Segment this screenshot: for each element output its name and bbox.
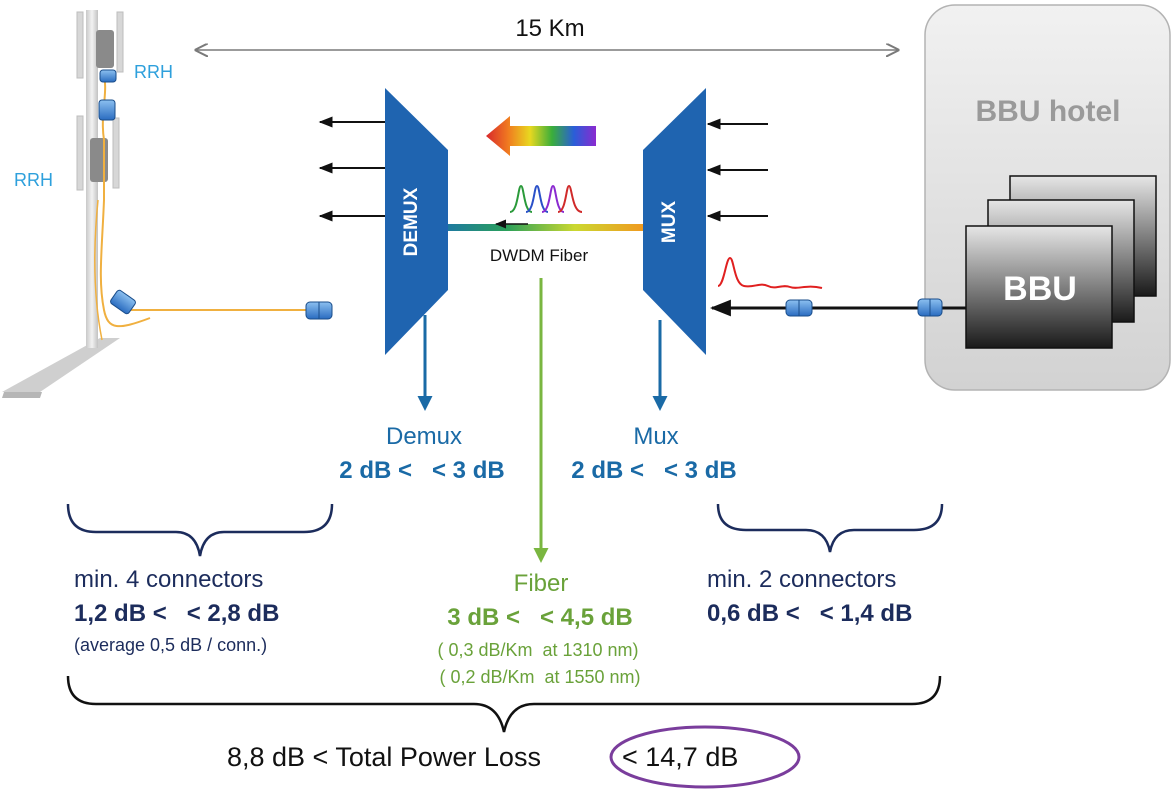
mux-block-label: MUX	[659, 201, 680, 244]
mux-input-arrows	[706, 118, 768, 222]
total-loss-max: < 14,7 dB	[622, 742, 738, 772]
right-connectors-title: min. 2 connectors	[707, 566, 896, 593]
fiber-caption: Fiber	[514, 570, 569, 597]
left-connectors-brace	[66, 503, 334, 557]
demux-caption: Demux	[386, 423, 462, 450]
rrh-label-top: RRH	[134, 62, 173, 82]
total-brace	[66, 675, 942, 733]
dwdm-fiber-label: DWDM Fiber	[490, 246, 589, 265]
demux-output-arrows	[318, 116, 385, 222]
left-connectors-note: (average 0,5 dB / conn.)	[74, 635, 267, 655]
single-wavelength-spectrum-icon	[717, 256, 823, 289]
demux-range: 2 dB < < 3 dB	[339, 457, 504, 484]
distance-label: 15 Km	[515, 15, 584, 42]
rainbow-arrow-icon	[486, 116, 596, 156]
left-connectors-range: 1,2 dB < < 2,8 dB	[74, 600, 279, 627]
right-connectors-range: 0,6 dB < < 1,4 dB	[707, 600, 912, 627]
dwdm-fiber-line	[448, 224, 643, 231]
wdm-spectrum-icon	[509, 184, 583, 213]
fiber-note-1310: ( 0,3 dB/Km at 1310 nm)	[437, 640, 638, 660]
connector-pole	[98, 99, 116, 121]
bbu-card-front	[965, 225, 1113, 349]
demux-block-label: DEMUX	[401, 187, 422, 256]
right-connectors-brace	[716, 503, 944, 553]
fiber-note-1550: ( 0,2 dB/Km at 1550 nm)	[439, 667, 640, 687]
rrh-label-bottom: RRH	[14, 170, 53, 190]
bbu-hotel-title: BBU hotel	[976, 95, 1121, 128]
connector-pole-bend	[110, 289, 136, 315]
mux-caption: Mux	[633, 423, 678, 450]
mux-range: 2 dB < < 3 dB	[571, 457, 736, 484]
demux-block	[385, 88, 448, 355]
mux-block	[643, 88, 706, 355]
fiber-range: 3 dB < < 4,5 dB	[447, 604, 632, 631]
total-max-highlight	[609, 725, 801, 789]
cell-tower	[2, 10, 312, 398]
left-connectors-title: min. 4 connectors	[74, 566, 263, 593]
bbu-label: BBU	[1003, 270, 1077, 308]
connector-rrh-top	[99, 69, 117, 83]
total-loss-label: 8,8 dB < Total Power Loss	[227, 742, 541, 772]
